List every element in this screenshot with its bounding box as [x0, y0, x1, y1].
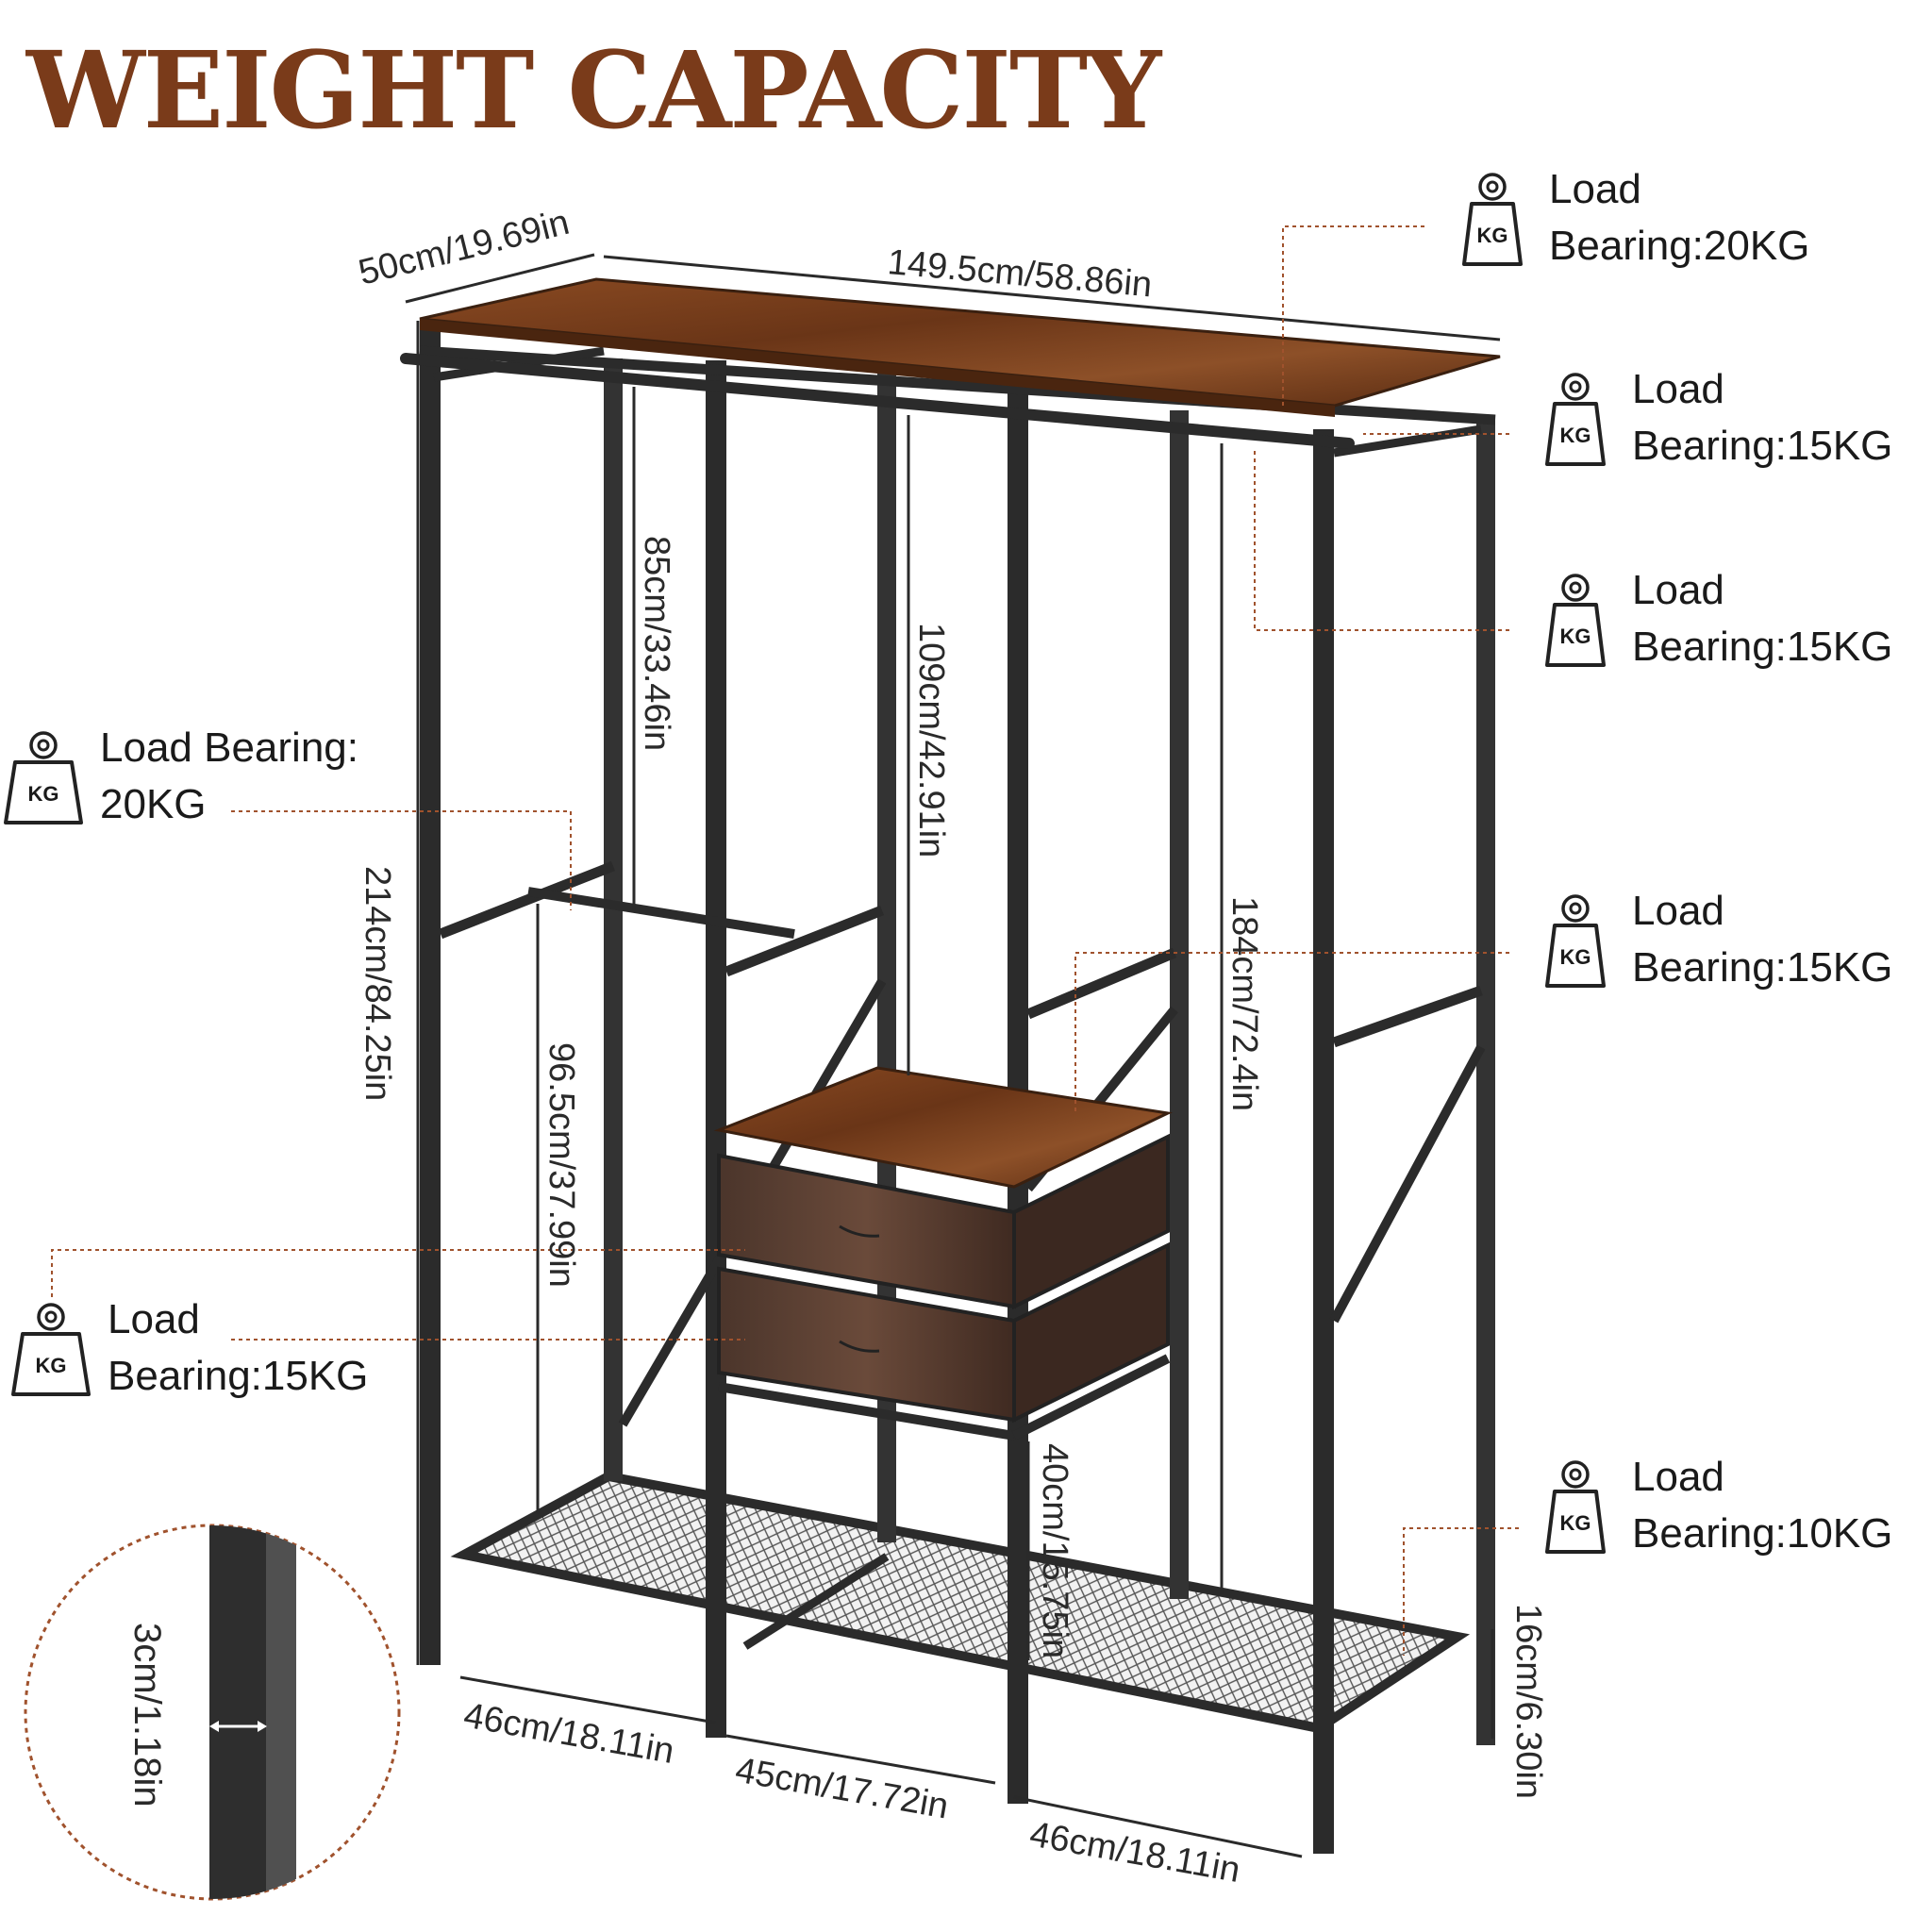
leader-lines: [51, 225, 1519, 1656]
tube-dimension: 3cm/1.18in: [126, 1623, 168, 1807]
weight-icon-text: KG: [1560, 945, 1591, 969]
weight-icon: KG: [1462, 173, 1523, 266]
upper-left-dimension: 85cm/33.46in: [637, 536, 676, 751]
drawer-handle: [839, 1224, 880, 1238]
callout-line1: Load: [1632, 567, 1724, 613]
weight-icon: KG: [11, 1303, 91, 1396]
callout-drawers: KG Load Bearing:15KG: [11, 1296, 368, 1399]
right-section-dimension: 184cm/72.4in: [1224, 896, 1264, 1111]
front-post: [706, 360, 726, 1738]
callout-line2: Bearing:15KG: [1632, 423, 1892, 469]
callout-line2: Bearing:15KG: [1632, 944, 1892, 991]
weight-icon-text: KG: [1560, 1511, 1591, 1535]
bottom-right-dimension: 46cm/18.11in: [1026, 1815, 1242, 1890]
foot-height-dimension: 16cm/6.30in: [1508, 1604, 1548, 1799]
callout-line1: Load: [108, 1296, 200, 1342]
bottom-left-dimension: 46cm/18.11in: [460, 1696, 676, 1772]
lower-left-dimension: 96.5cm/37.99in: [541, 1042, 581, 1288]
callout-top-shelf: KG Load Bearing:20KG: [1462, 166, 1809, 269]
callout-line2: Bearing:15KG: [108, 1353, 368, 1399]
tube-detail: 3cm/1.18in: [24, 1524, 401, 1901]
under-drawer-dimension: 40cm/15.75in: [1035, 1443, 1074, 1658]
back-post: [1476, 415, 1495, 1745]
weight-icon-text: KG: [36, 1354, 67, 1377]
weight-icon-text: KG: [1477, 224, 1508, 247]
callout-line1: Load: [1632, 366, 1724, 412]
left-hanging-rod: [527, 887, 795, 939]
weight-icon: KG: [1545, 1460, 1606, 1554]
weight-icon: KG: [1545, 894, 1606, 988]
front-post: [1313, 429, 1334, 1854]
top-hanging-rod: [400, 353, 1355, 449]
callout-line1: Load: [1632, 1454, 1724, 1500]
weight-icon-text: KG: [28, 782, 59, 806]
back-post: [1170, 410, 1189, 1599]
drawer-unit: [713, 1066, 1174, 1441]
callout-mid-shelf: KG Load Bearing:15KG: [1545, 888, 1892, 991]
weight-icon: KG: [1545, 373, 1606, 466]
back-post: [604, 358, 623, 1481]
weight-icon: KG: [1545, 574, 1606, 667]
callout-line2: Bearing:15KG: [1632, 624, 1892, 670]
front-post: [420, 325, 441, 1665]
callout-bottom-shelf: KG Load Bearing:10KG: [1545, 1454, 1892, 1557]
page-title: WEIGHT CAPACITY: [25, 29, 1162, 153]
clothing-rack: [400, 277, 1501, 1854]
callout-top-rod: KG Load Bearing:15KG: [1545, 366, 1892, 469]
callout-line1: Load: [1549, 166, 1641, 212]
callout-line2: Bearing:20KG: [1549, 223, 1809, 269]
callout-line1: Load: [1632, 888, 1724, 934]
bottom-mid-dimension: 45cm/17.72in: [732, 1751, 951, 1827]
callout-left-rod: KG Load Bearing: 20KG: [4, 724, 358, 827]
dimension-lines: [405, 253, 1501, 1858]
callout-line1: Load Bearing:: [100, 724, 358, 771]
bottom-mesh-shelf: [450, 1471, 1471, 1734]
center-upper-dimension: 109cm/42.91in: [911, 623, 951, 858]
weight-icon-text: KG: [1560, 625, 1591, 648]
callout-right-rod: KG Load Bearing:15KG: [1545, 567, 1892, 670]
depth-dimension: 50cm/19.69in: [355, 203, 574, 293]
drawer-handle: [839, 1340, 880, 1353]
callout-line2: Bearing:10KG: [1632, 1510, 1892, 1557]
weight-icon: KG: [4, 731, 83, 824]
callout-line2: 20KG: [100, 781, 207, 827]
height-dimension: 214cm/84.25in: [358, 866, 397, 1101]
weight-icon-text: KG: [1560, 424, 1591, 447]
